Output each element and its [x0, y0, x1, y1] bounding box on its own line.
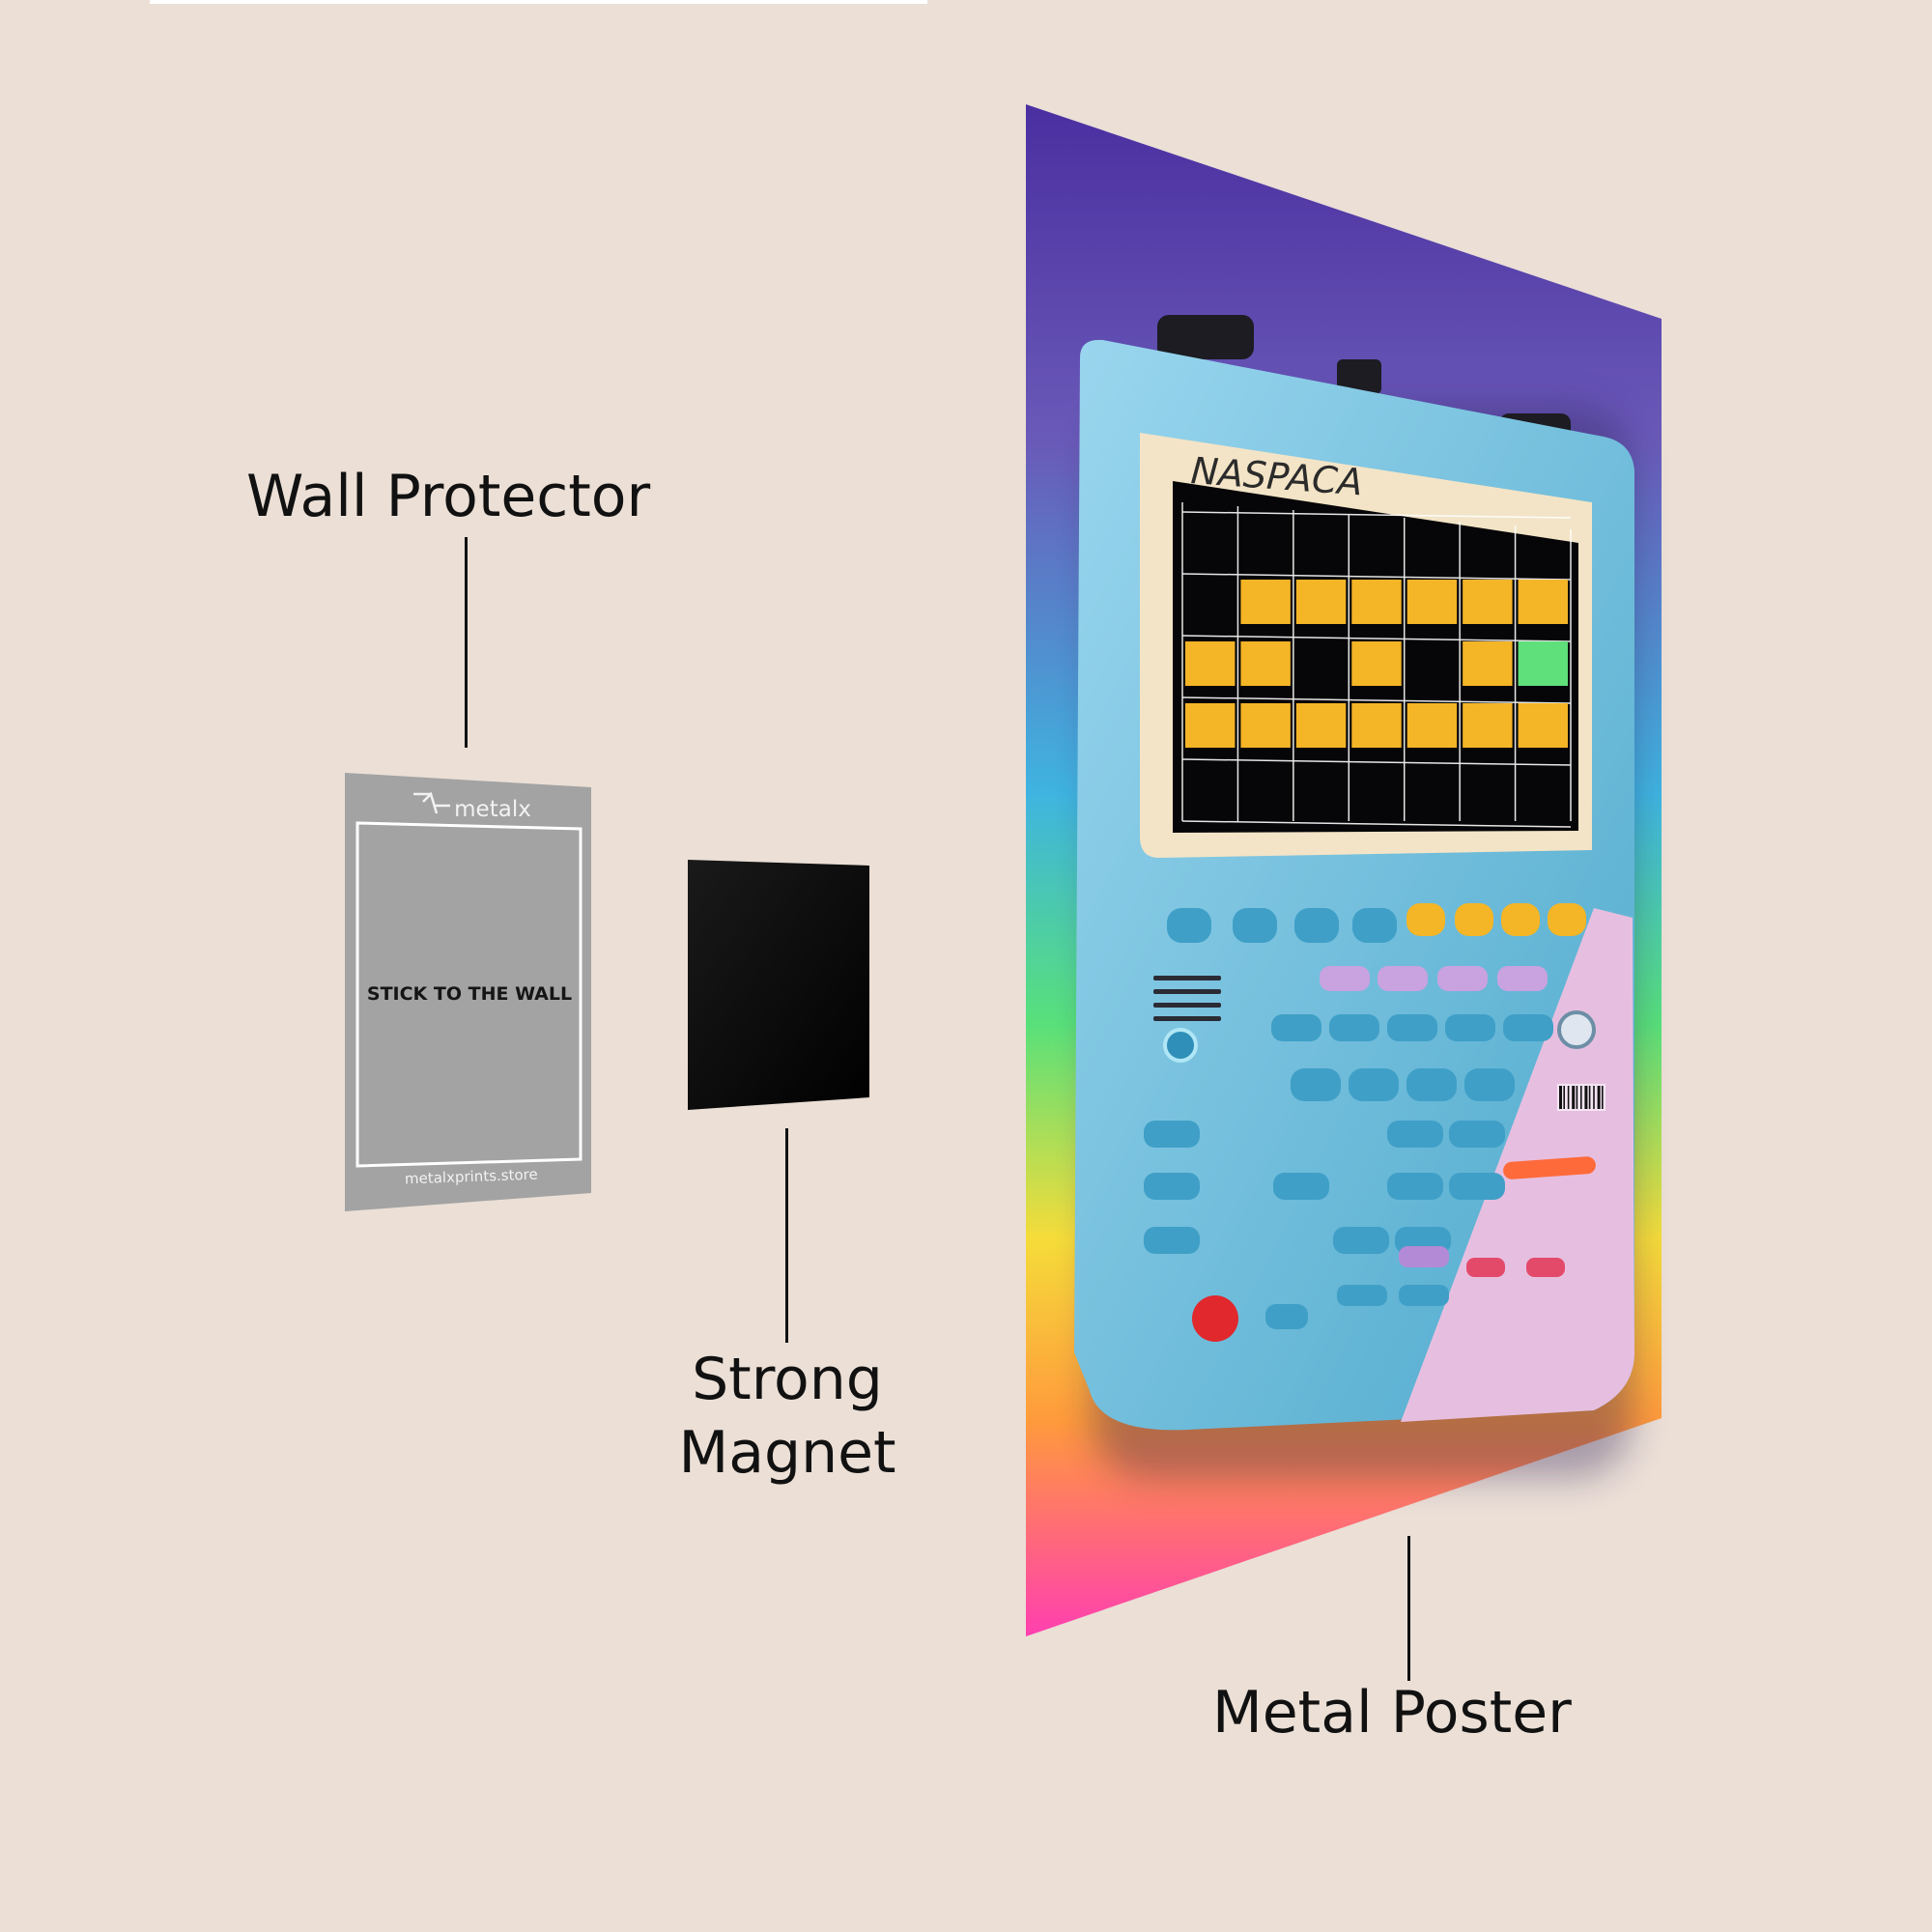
device-button: [1167, 908, 1211, 943]
device-button: [1144, 1227, 1200, 1254]
device-button: [1294, 908, 1339, 943]
device-button: [1337, 1285, 1387, 1306]
barcode-bar: [1563, 1086, 1565, 1109]
screen-cell: [1240, 641, 1291, 686]
device-button: [1378, 966, 1428, 991]
screen-cell: [1518, 641, 1568, 686]
label-strong-magnet-line2: Magnet: [678, 1419, 896, 1487]
screen-cell: [1240, 580, 1291, 624]
device-button: [1445, 1014, 1495, 1041]
barcode-bar: [1567, 1086, 1570, 1109]
screen-grid-line: [1181, 696, 1572, 704]
protector-website: metalxprints.store: [405, 1166, 538, 1188]
leader-line-strong-magnet: [785, 1128, 788, 1343]
device-button: [1271, 1014, 1321, 1041]
device-screen: [1173, 481, 1578, 833]
device-button: [1399, 1246, 1449, 1267]
label-metal-poster: Metal Poster: [1212, 1679, 1572, 1747]
metalx-logo-icon: [413, 791, 450, 814]
barcode-bar: [1597, 1086, 1601, 1109]
device-button: [1329, 1014, 1379, 1041]
speaker-grill-line: [1153, 989, 1221, 994]
screen-grid-line: [1181, 820, 1572, 828]
label-wall-protector: Wall Protector: [246, 463, 651, 530]
screen-grid-line: [1181, 573, 1572, 581]
speaker-grill-line: [1153, 1003, 1221, 1008]
device-button: [1455, 903, 1493, 936]
device-knob: [1163, 1028, 1198, 1063]
device-button: [1466, 1258, 1505, 1277]
device-button: [1349, 1068, 1399, 1101]
orange-led-strip: [1503, 1156, 1596, 1179]
protector-instruction: STICK TO THE WALL: [367, 983, 572, 1005]
screen-grid-line: [1181, 758, 1572, 766]
screen-cell: [1463, 580, 1513, 624]
screen-cell: [1295, 703, 1347, 748]
screen-cell: [1406, 580, 1458, 624]
screen-grid-line: [1181, 635, 1572, 642]
screen-cell: [1463, 641, 1513, 686]
device-button: [1464, 1068, 1515, 1101]
device-button: [1548, 903, 1586, 936]
device-button: [1387, 1121, 1443, 1148]
barcode-bar: [1602, 1086, 1604, 1109]
screen-cell: [1351, 580, 1402, 624]
screen-cell: [1240, 703, 1291, 748]
device-button: [1497, 966, 1548, 991]
device-button: [1320, 966, 1370, 991]
screen-cell: [1351, 703, 1402, 748]
device-button: [1144, 1173, 1200, 1200]
device-button: [1501, 903, 1540, 936]
device-button: [1144, 1121, 1200, 1148]
device-button: [1333, 1227, 1389, 1254]
barcode-bar: [1588, 1086, 1591, 1109]
device-button: [1273, 1173, 1329, 1200]
top-edge-strip: [150, 0, 927, 4]
barcode-icon: [1557, 1084, 1605, 1111]
barcode-bar: [1593, 1086, 1595, 1109]
device-button: [1399, 1285, 1449, 1306]
screen-cell: [1518, 703, 1568, 748]
device-button: [1503, 1014, 1553, 1041]
screen-cell: [1351, 641, 1402, 686]
leader-line-wall-protector: [465, 537, 468, 748]
protector-brand: metalx: [454, 797, 531, 822]
device-button: [1233, 908, 1277, 943]
device-button: [1265, 1304, 1308, 1329]
screen-cell: [1185, 641, 1236, 686]
screen-cell: [1406, 703, 1458, 748]
barcode-bar: [1580, 1086, 1582, 1109]
red-record-button: [1192, 1295, 1238, 1342]
barcode-bar: [1576, 1086, 1578, 1109]
screen-cell: [1185, 703, 1236, 748]
screen-cell: [1295, 580, 1347, 624]
barcode-bar: [1572, 1086, 1576, 1109]
screen-cell: [1463, 703, 1513, 748]
screen-cell: [1518, 580, 1568, 624]
metal-poster: NASPACA: [1026, 104, 1662, 1636]
device-button: [1449, 1121, 1505, 1148]
strong-magnet: [688, 860, 869, 1110]
speaker-grill-line: [1153, 976, 1221, 980]
device-knob: [1557, 1010, 1596, 1049]
device-button: [1406, 1068, 1457, 1101]
device-button: [1291, 1068, 1341, 1101]
device-button: [1387, 1173, 1443, 1200]
barcode-bar: [1584, 1086, 1588, 1109]
device-button: [1526, 1258, 1565, 1277]
device-button: [1449, 1173, 1505, 1200]
handheld-device-illustration: NASPACA: [1074, 315, 1634, 1431]
screen-grid-line: [1181, 511, 1572, 519]
device-button: [1406, 903, 1445, 936]
device-button: [1437, 966, 1488, 991]
speaker-grill-line: [1153, 1016, 1221, 1021]
label-strong-magnet: Strong Magnet: [667, 1343, 908, 1490]
barcode-bar: [1559, 1086, 1562, 1109]
device-button: [1387, 1014, 1437, 1041]
label-strong-magnet-line1: Strong: [692, 1346, 883, 1413]
device-button: [1352, 908, 1397, 943]
wall-protector-card: metalx STICK TO THE WALL metalxprints.st…: [345, 773, 591, 1211]
leader-line-metal-poster: [1407, 1536, 1410, 1681]
